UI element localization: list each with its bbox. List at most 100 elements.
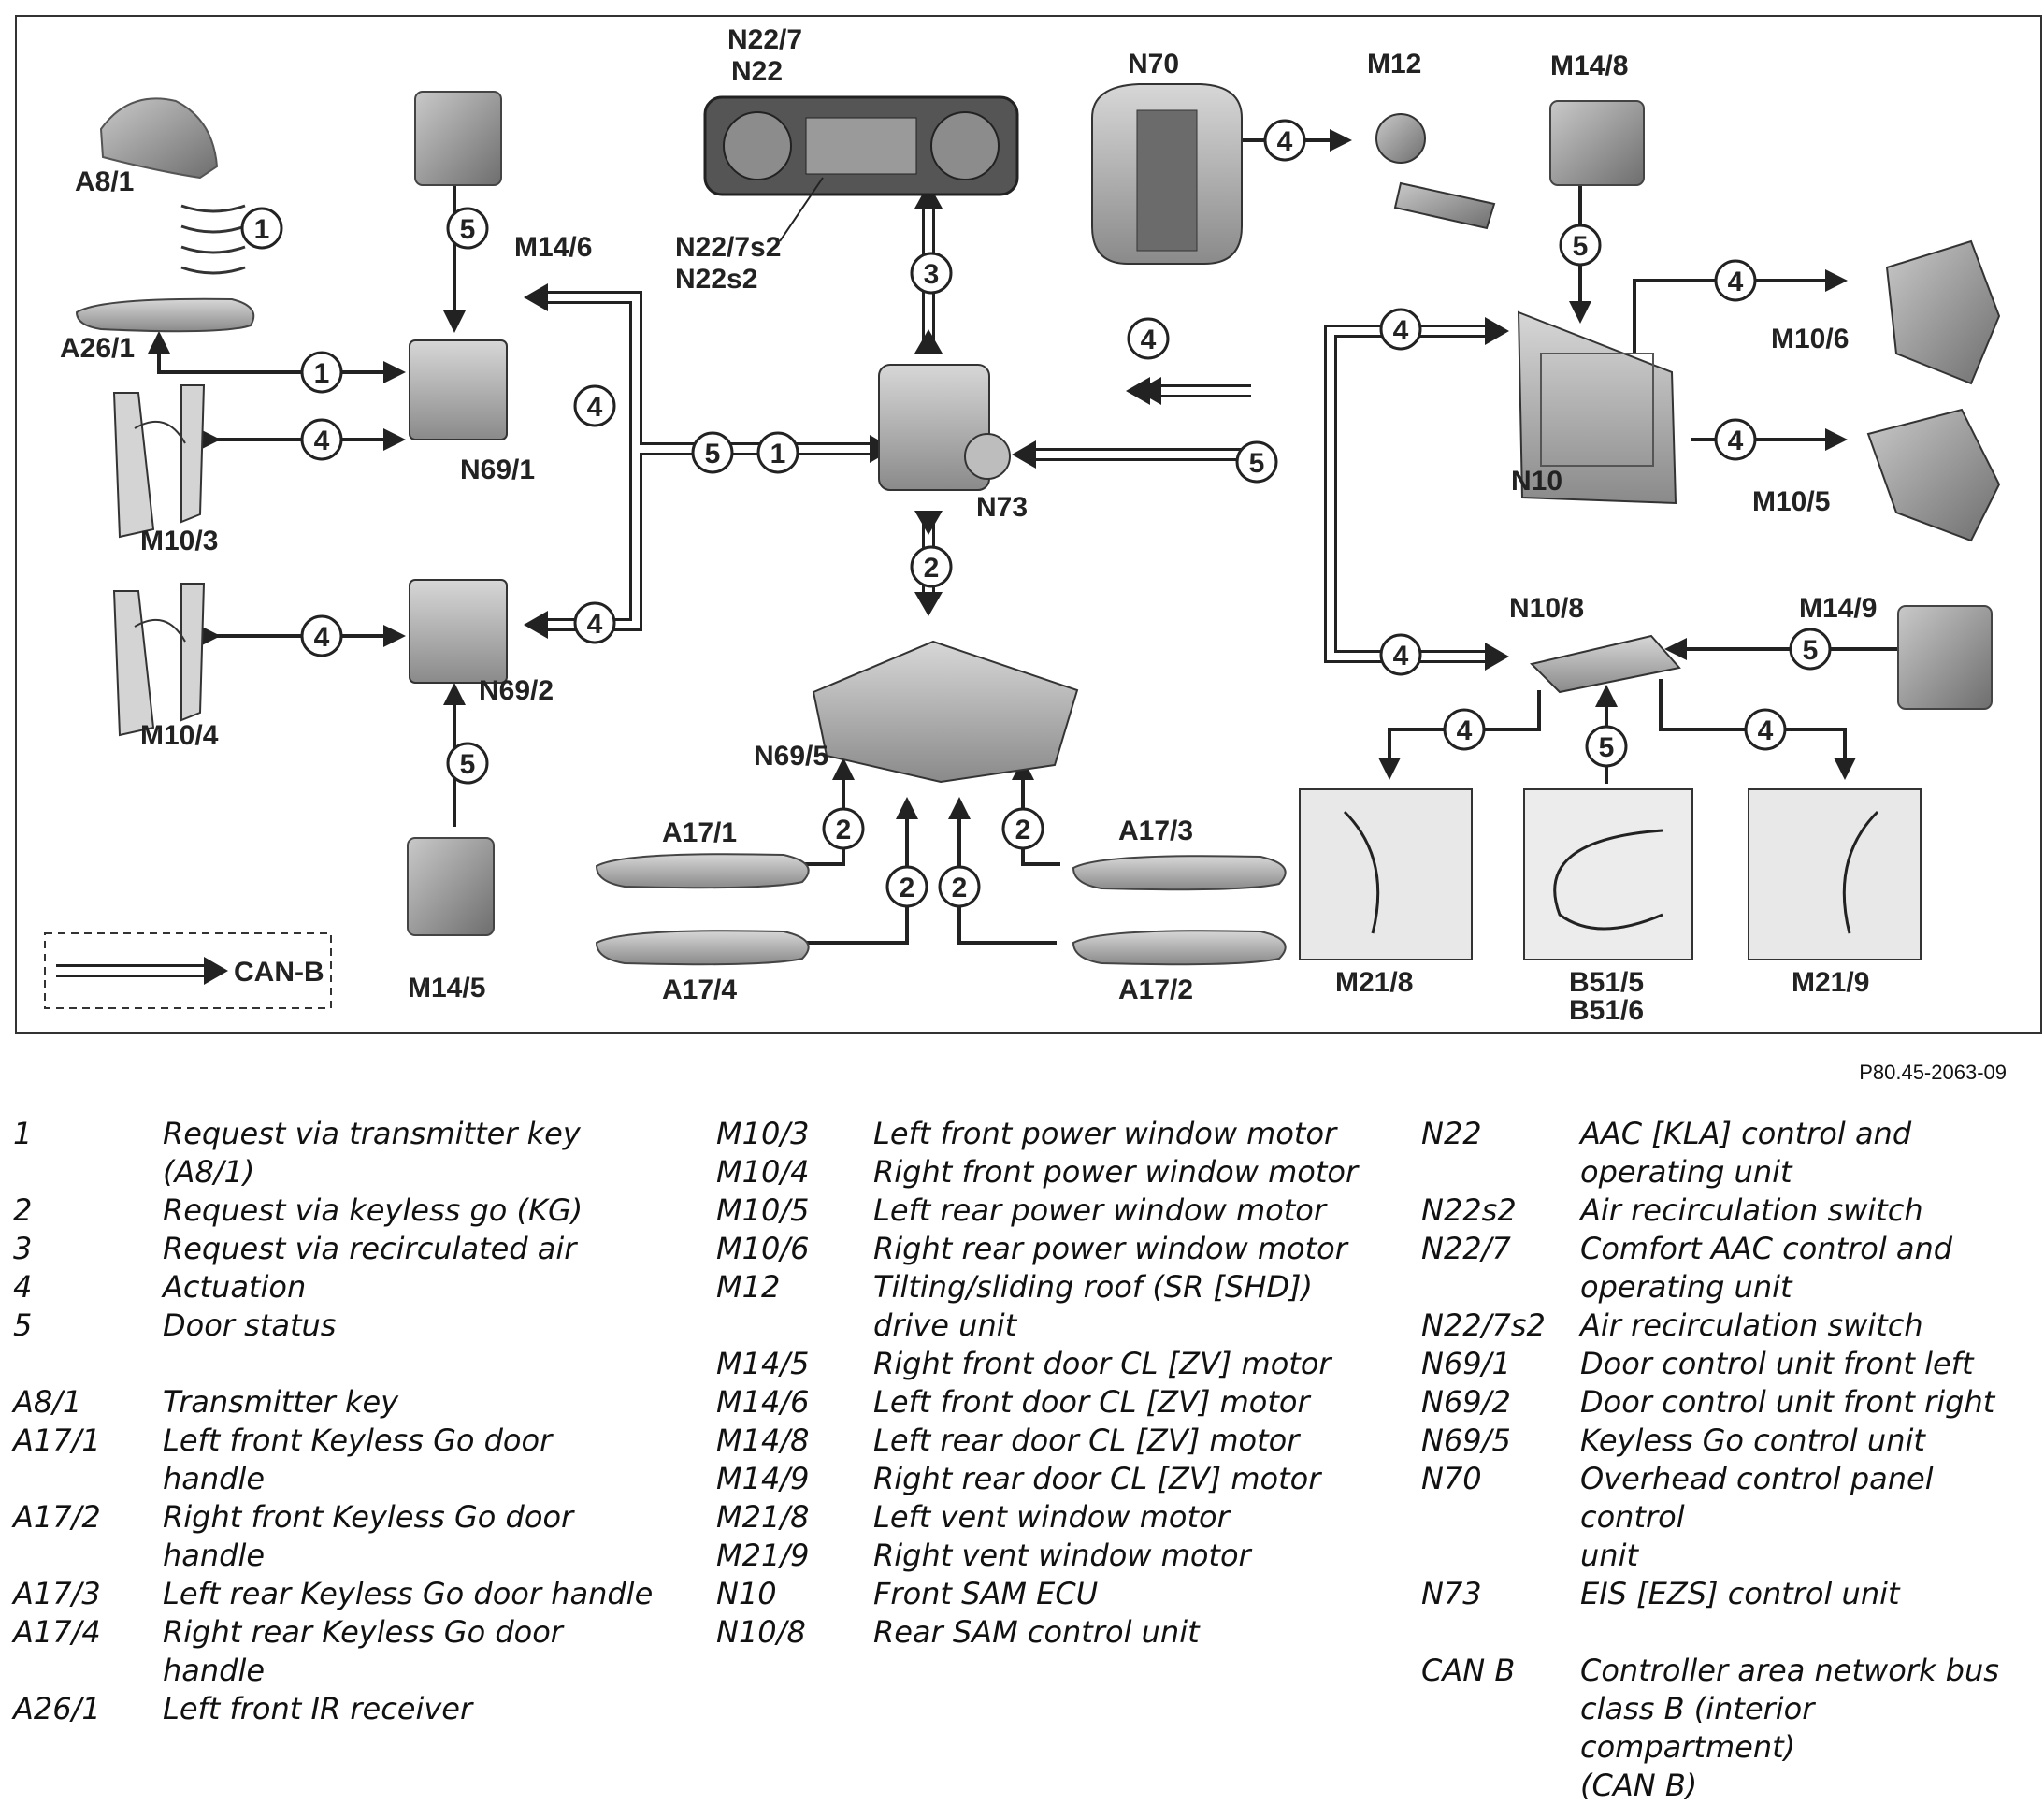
legend-entry: A17/3 Left rear Keyless Go door handle (13, 1575, 696, 1613)
legend-key: 4 (13, 1269, 33, 1305)
label-n10-8: N10/8 (1509, 593, 1584, 624)
can-b-bus-lines (524, 183, 1509, 671)
legend-description-line: unit (1580, 1538, 1638, 1573)
legend-description-line: Left rear Keyless Go door handle (163, 1576, 654, 1611)
door-handle-a17-1-icon (595, 853, 810, 889)
label-m14-6: M14/6 (514, 232, 592, 263)
window-motor-m10-4-icon (112, 583, 206, 737)
figure-reference: P80.45-2063-09 (1859, 1061, 2007, 1084)
legend-description: Keyless Go control unit (1580, 1422, 2038, 1460)
window-motor-m10-6-icon (1885, 239, 2001, 385)
legend-key: N22s2 (1421, 1192, 1517, 1228)
legend-description-line: class B (interior compartment) (1580, 1691, 1815, 1765)
legend-description-line: (CAN B) (1580, 1768, 1698, 1803)
legend-key: CAN B (1421, 1653, 1516, 1688)
label-a8-1: A8/1 (75, 166, 134, 197)
svg-text:4: 4 (1393, 641, 1409, 671)
legend-description-line: Request via transmitter key (163, 1116, 581, 1151)
legend-description-line (163, 1345, 696, 1383)
legend-key: N10/8 (716, 1614, 806, 1650)
label-a26-1: A26/1 (60, 333, 135, 364)
label-a17-4: A17/4 (662, 975, 737, 1005)
legend-description-line: Left front Keyless Go door (163, 1422, 553, 1458)
svg-text:2: 2 (1015, 815, 1031, 845)
door-lock-motor-m14-6-icon (414, 91, 502, 186)
legend-key: M10/5 (716, 1192, 810, 1228)
label-n22-7s2: N22/7s2 (675, 232, 781, 263)
label-n69-5: N69/5 (754, 741, 828, 772)
svg-text:4: 4 (314, 622, 330, 653)
legend-description-line: Front SAM ECU (873, 1576, 1099, 1611)
legend-description-line: (A8/1) (163, 1154, 255, 1190)
legend-key: A17/3 (13, 1576, 101, 1611)
legend-description-line: Request via recirculated air (163, 1231, 577, 1266)
label-m12: M12 (1367, 49, 1421, 79)
legend-description-line: handle (163, 1461, 266, 1496)
legend-description-line: Left front IR receiver (163, 1691, 473, 1726)
legend-description-line: operating unit (1580, 1154, 1792, 1190)
legend-description: Actuation (163, 1268, 696, 1307)
legend-description-line (1580, 1613, 2038, 1652)
svg-text:4: 4 (587, 609, 603, 640)
legend-description: Right vent window motor (873, 1537, 1427, 1575)
legend-description-line: Tilting/sliding roof (SR [SHD]) (873, 1269, 1313, 1305)
legend-description: Left front IR receiver (163, 1690, 696, 1728)
label-n69-2: N69/2 (479, 675, 554, 706)
legend-key: N73 (1421, 1576, 1482, 1611)
svg-text:2: 2 (924, 553, 940, 584)
svg-text:1: 1 (314, 358, 330, 389)
label-b51-5: B51/5 (1569, 967, 1644, 998)
sliding-roof-motor-icon (1375, 113, 1496, 230)
vent-window-motor-m21-9-icon (1748, 788, 1922, 960)
label-m14-8: M14/8 (1550, 51, 1628, 81)
svg-text:1: 1 (770, 439, 786, 469)
label-n70: N70 (1128, 49, 1179, 79)
legend-description: Right rear power window motor (873, 1230, 1427, 1268)
window-motor-m10-5-icon (1866, 408, 2001, 542)
transmitter-key-icon (99, 97, 219, 180)
legend-description-line: AAC [KLA] control and (1580, 1116, 1912, 1151)
legend-key: 1 (13, 1116, 33, 1151)
legend-key: A17/2 (13, 1499, 101, 1535)
legend-key: M21/8 (716, 1499, 810, 1535)
legend-description: Rear SAM control unit (873, 1613, 1427, 1652)
legend-entry: M14/5 Right front door CL [ZV] motor (716, 1345, 1427, 1383)
legend-description-line: Rear SAM control unit (873, 1614, 1200, 1650)
legend-key: M14/5 (716, 1346, 810, 1381)
overhead-control-panel-icon (1091, 83, 1243, 265)
door-handle-a17-4-icon (595, 930, 810, 966)
legend-key: M14/9 (716, 1461, 810, 1496)
legend-description-line: EIS [EZS] control unit (1580, 1576, 1900, 1611)
legend-description: Right rear door CL [ZV] motor (873, 1460, 1427, 1498)
door-handle-a17-2-icon (1072, 930, 1287, 966)
legend-key: N22/7s2 (1421, 1307, 1546, 1343)
door-lock-motor-m14-9-icon (1897, 605, 1993, 710)
legend-description-line: Air recirculation switch (1580, 1192, 1923, 1228)
legend-description: Left front power window motor (873, 1115, 1427, 1153)
legend-description-line: Right front door CL [ZV] motor (873, 1346, 1331, 1381)
door-lock-motor-m14-8-icon (1549, 100, 1645, 186)
legend-description-line: Air recirculation switch (1580, 1307, 1923, 1343)
components (75, 83, 2001, 966)
label-m14-5: M14/5 (408, 973, 485, 1004)
door-control-unit-n69-2-icon (409, 579, 508, 684)
legend-entry: M14/9 Right rear door CL [ZV] motor (716, 1460, 1427, 1498)
label-a17-2: A17/2 (1118, 975, 1193, 1005)
svg-text:5: 5 (705, 439, 721, 469)
numbered-markers (240, 119, 1832, 908)
